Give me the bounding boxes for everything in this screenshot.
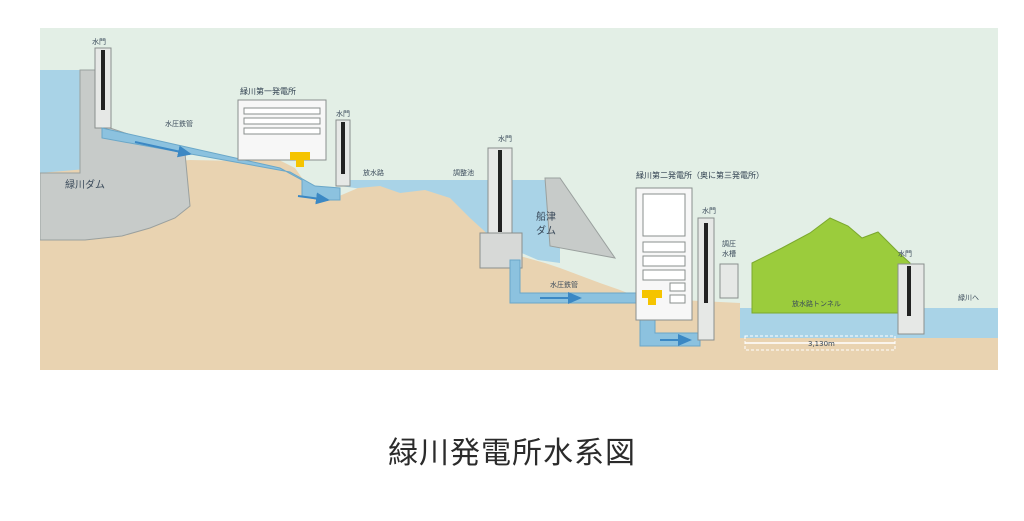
surge-tank-label-1: 調圧 xyxy=(722,239,736,248)
dimension-bar xyxy=(744,335,896,351)
gate-4-label: 水門 xyxy=(702,206,716,215)
mountain xyxy=(751,217,911,314)
tunnel-length-label: 3,130m xyxy=(808,340,835,348)
dam-2 xyxy=(544,177,617,259)
dam-2-label-line2: ダム xyxy=(536,224,556,237)
station-2-window-2 xyxy=(642,241,686,253)
penstock-2-label: 水圧鉄管 xyxy=(550,280,578,289)
gate-4-rod xyxy=(704,223,708,303)
station-1-window-3 xyxy=(243,127,321,135)
gate-2-label: 水門 xyxy=(336,109,350,118)
station-2-window-6 xyxy=(669,294,686,304)
gate-3-label: 水門 xyxy=(498,134,512,143)
diagram-caption: 緑川発電所水系図 xyxy=(388,436,636,471)
water-system-diagram: 水門 緑川ダム 水圧鉄管 緑川第一発電所 水門 放水路 調整池 水門 船津 ダム… xyxy=(40,28,998,370)
regulating-pond-label: 調整池 xyxy=(453,168,474,177)
surge-tank xyxy=(719,263,739,299)
turbine-2-icon xyxy=(642,290,662,305)
surge-tank-label-2: 水槽 xyxy=(722,249,736,258)
gate-5-rod xyxy=(907,266,911,316)
flow-arrow-2 xyxy=(297,192,330,205)
gate-5-label: 水門 xyxy=(898,249,912,258)
station-1-label: 緑川第一発電所 xyxy=(240,86,296,96)
station-2-window-1 xyxy=(642,193,686,237)
gate-1-label: 水門 xyxy=(92,37,106,46)
station-2-window-4 xyxy=(642,269,686,281)
gate-2-rod xyxy=(341,122,345,174)
outlet-label: 緑川へ xyxy=(958,293,979,302)
turbine-1-icon xyxy=(290,152,310,167)
dam-2-label-line1: 船津 xyxy=(536,210,556,223)
penstock-1 xyxy=(101,127,341,201)
station-2-window-3 xyxy=(642,255,686,267)
gate-3-rod xyxy=(498,150,502,232)
gate-1-rod xyxy=(101,50,105,110)
flow-arrow-1 xyxy=(134,141,192,158)
station-1-window-1 xyxy=(243,107,321,115)
station-2-label: 緑川第二発電所（奥に第三発電所） xyxy=(636,170,764,180)
station-1-window-2 xyxy=(243,117,321,125)
penstock-1-label: 水圧鉄管 xyxy=(165,119,193,128)
tailrace-1-label: 放水路 xyxy=(363,168,384,177)
tunnel-label: 放水路トンネル xyxy=(792,299,841,308)
dam-1-label: 緑川ダム xyxy=(65,178,105,191)
station-2-window-5 xyxy=(669,282,686,292)
ground xyxy=(40,158,640,370)
